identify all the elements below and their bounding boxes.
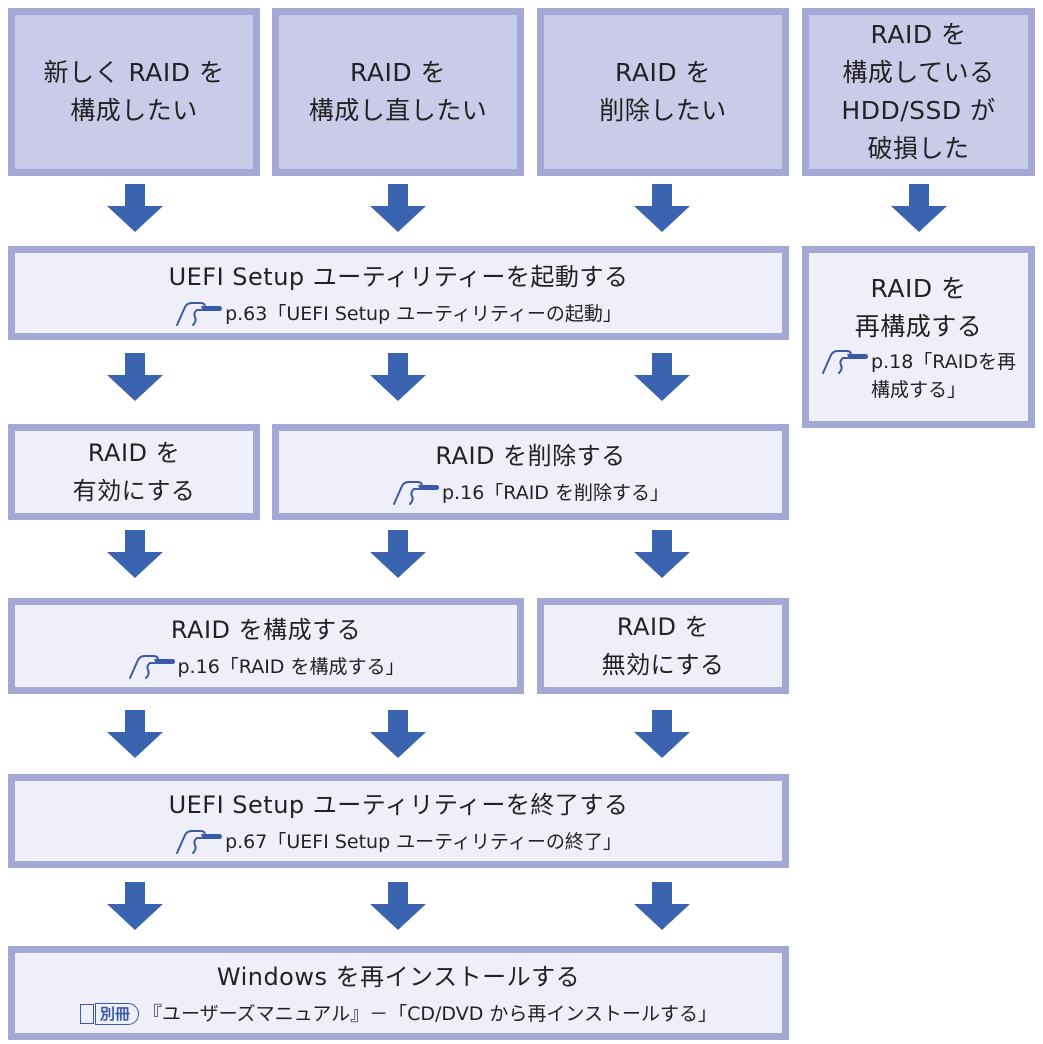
down-arrow-icon [107, 530, 163, 578]
separate-manual-icon: 別冊 [80, 1003, 140, 1025]
step-uefi-start-ref: p.63「UEFI Setup ユーティリティーの起動」 [175, 300, 622, 328]
down-arrow-icon [107, 710, 163, 758]
book-icon [80, 1004, 94, 1024]
step-rebuild-ref-line-1: p.18「RAIDを再 [821, 348, 1016, 376]
start-box-reconfigure-raid: RAID を 構成し直したい [272, 8, 524, 176]
down-arrow-icon [370, 882, 426, 930]
manual-badge: 別冊 [95, 1003, 140, 1025]
pointing-hand-icon [822, 350, 869, 374]
start-box-new-raid-line-2: 構成したい [70, 96, 198, 125]
pointing-hand-icon [393, 481, 439, 505]
step-uefi-end: UEFI Setup ユーティリティーを終了する p.67「UEFI Setup… [8, 774, 789, 868]
down-arrow-icon [634, 353, 690, 401]
step-reinstall-ref-text: 『ユーザーズマニュアル』－「CD/DVD から再インストールする」 [143, 1003, 717, 1025]
down-arrow-icon [634, 882, 690, 930]
start-box-delete-raid: RAID を 削除したい [537, 8, 789, 176]
start-box-delete-line-1: RAID を [614, 58, 712, 87]
down-arrow-icon [370, 710, 426, 758]
start-box-new-raid: 新しく RAID を 構成したい [8, 8, 260, 176]
step-disable-title-line-2: 無効にする [601, 651, 725, 679]
pointing-hand-icon [176, 302, 223, 326]
start-box-delete-line-2: 削除したい [599, 96, 727, 125]
step-configure-raid: RAID を構成する p.16「RAID を構成する」 [8, 598, 524, 694]
start-box-failure-line-2: 構成している [842, 58, 995, 87]
step-rebuild-title-line-2: 再構成する [854, 312, 983, 341]
step-configure-title: RAID を構成する [170, 616, 362, 644]
start-box-drive-failure: RAID を 構成している HDD/SSD が 破損した [802, 8, 1035, 176]
step-rebuild-ref-text-2: 構成する」 [870, 379, 966, 401]
down-arrow-icon [370, 530, 426, 578]
step-configure-ref-text: p.16「RAID を構成する」 [177, 656, 405, 678]
step-delete-ref-text: p.16「RAID を削除する」 [442, 482, 669, 504]
step-delete-ref: p.16「RAID を削除する」 [392, 479, 669, 507]
step-reinstall-windows: Windows を再インストールする 別冊 『ユーザーズマニュアル』－「CD/D… [8, 946, 789, 1040]
step-enable-title-line-2: 有効にする [72, 477, 196, 505]
step-enable-raid: RAID を 有効にする [8, 424, 260, 520]
down-arrow-icon [634, 184, 690, 232]
down-arrow-icon [370, 184, 426, 232]
step-delete-raid: RAID を削除する p.16「RAID を削除する」 [272, 424, 789, 520]
start-box-failure-line-1: RAID を [870, 20, 967, 49]
step-reinstall-ref: 別冊 『ユーザーズマニュアル』－「CD/DVD から再インストールする」 [80, 1000, 717, 1028]
step-uefi-end-title: UEFI Setup ユーティリティーを終了する [168, 791, 629, 819]
start-box-reconfigure-line-2: 構成し直したい [308, 96, 488, 125]
step-uefi-start-ref-text: p.63「UEFI Setup ユーティリティーの起動」 [225, 303, 622, 325]
step-uefi-end-ref-text: p.67「UEFI Setup ユーティリティーの終了」 [225, 831, 622, 853]
start-box-new-raid-line-1: 新しく RAID を [43, 58, 225, 87]
down-arrow-icon [634, 710, 690, 758]
down-arrow-icon [370, 353, 426, 401]
down-arrow-icon [107, 882, 163, 930]
step-rebuild-title-line-1: RAID を [870, 274, 967, 303]
step-uefi-end-ref: p.67「UEFI Setup ユーティリティーの終了」 [175, 828, 622, 856]
step-rebuild-ref-text-1: p.18「RAIDを再 [871, 351, 1016, 373]
start-box-reconfigure-line-1: RAID を [349, 58, 447, 87]
step-disable-title-line-1: RAID を [616, 613, 710, 641]
down-arrow-icon [107, 353, 163, 401]
step-enable-title-line-1: RAID を [87, 439, 181, 467]
down-arrow-icon [107, 184, 163, 232]
down-arrow-icon [634, 530, 690, 578]
step-delete-title: RAID を削除する [435, 442, 626, 470]
start-box-failure-line-4: 破損した [867, 134, 970, 163]
step-uefi-start-title: UEFI Setup ユーティリティーを起動する [168, 263, 629, 291]
step-disable-raid: RAID を 無効にする [537, 598, 789, 694]
start-box-failure-line-3: HDD/SSD が [841, 96, 996, 125]
step-uefi-start: UEFI Setup ユーティリティーを起動する p.63「UEFI Setup… [8, 246, 789, 340]
step-rebuild-raid: RAID を 再構成する p.18「RAIDを再 構成する」 [802, 246, 1035, 428]
pointing-hand-icon [176, 830, 223, 854]
step-reinstall-title: Windows を再インストールする [216, 963, 581, 991]
step-configure-ref: p.16「RAID を構成する」 [128, 653, 405, 681]
pointing-hand-icon [128, 655, 175, 679]
step-rebuild-ref-line-2: 構成する」 [871, 376, 966, 404]
down-arrow-icon [891, 184, 947, 232]
